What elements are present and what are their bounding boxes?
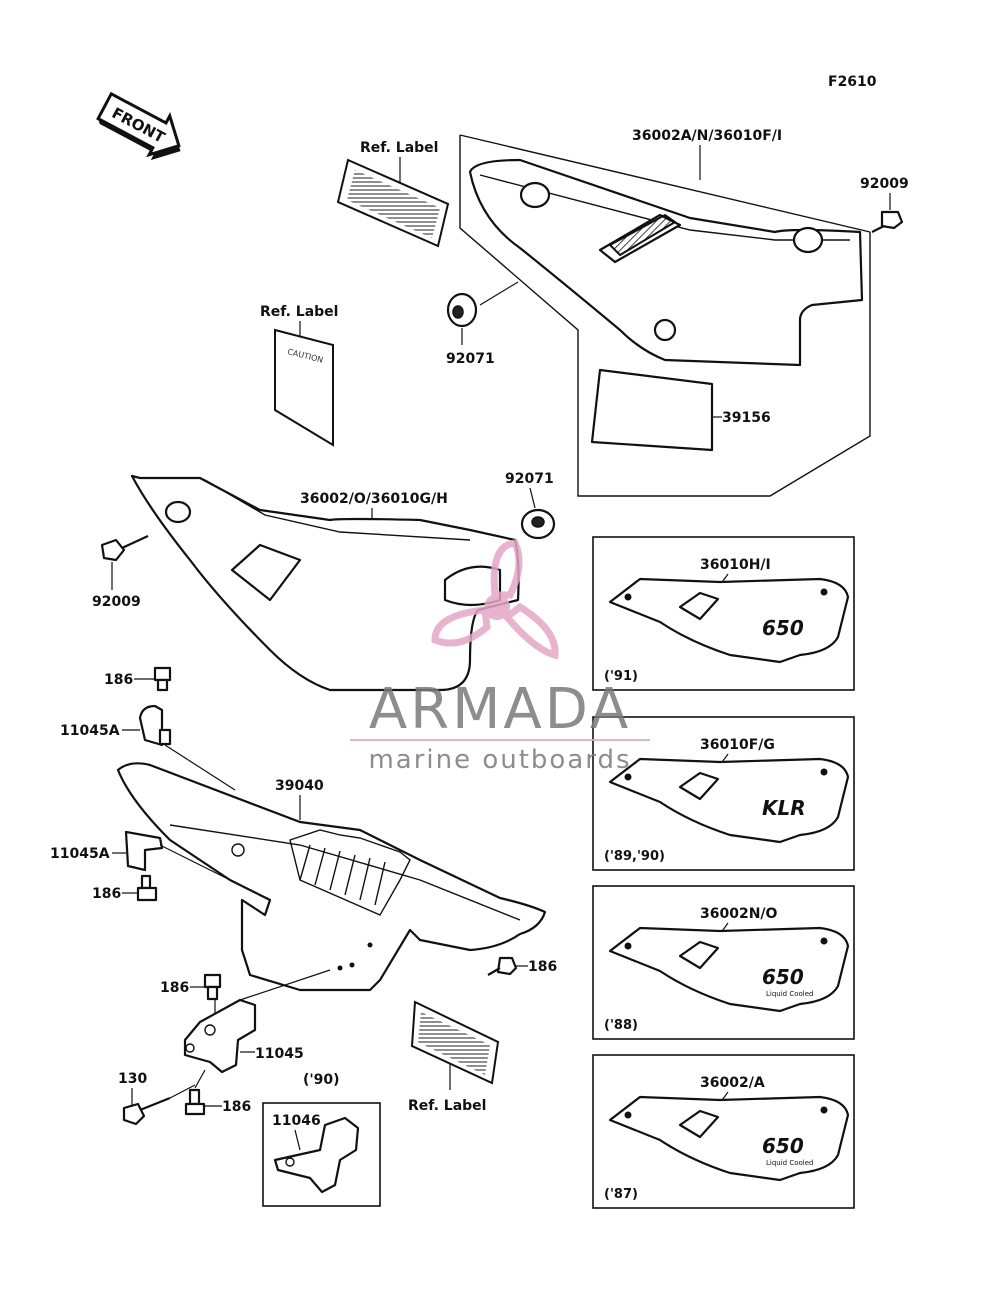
variant-screw-hole — [820, 768, 828, 776]
bolt-186-e-label: 186 — [222, 1099, 251, 1115]
variant-decal: 650 — [762, 616, 804, 640]
bracket-a-top-label: 11045A — [60, 723, 120, 739]
bolt-186-a-icon — [153, 666, 172, 692]
variant-decal: 650 — [762, 965, 804, 989]
variant-decal: 650 — [762, 1134, 804, 1158]
cover-right-label: 36002A/N/36010F/I — [632, 128, 782, 144]
bolt-186-d-icon — [203, 973, 222, 1001]
bolt-186-b-icon — [136, 874, 158, 902]
variant-part-label: 36002/A — [700, 1075, 765, 1091]
ref-label-2: CAUTION — [274, 328, 334, 447]
grommet-top-icon — [446, 292, 478, 328]
bracket-a-top-icon — [138, 704, 172, 747]
variant-screw-hole — [624, 1111, 632, 1119]
bolt-186-e-icon — [184, 1088, 206, 1116]
variant-screw-hole — [624, 773, 632, 781]
variant-screw-hole — [820, 588, 828, 596]
variant-decal: KLR — [762, 796, 806, 820]
bracket-11045-icon — [183, 998, 257, 1074]
bolt-left-label: 92009 — [92, 594, 141, 610]
bolt-130-label: 130 — [118, 1071, 147, 1087]
front-arrow-icon: FRONT — [96, 91, 181, 161]
pad-39156 — [590, 368, 714, 452]
ref-label-1 — [336, 158, 450, 248]
variant-part-label: 36010F/G — [700, 737, 775, 753]
variant-cover-shape — [608, 757, 850, 844]
variant-year-label: ('87) — [604, 1187, 638, 1202]
ref-label-2-text: Ref. Label — [260, 304, 338, 320]
grommet-top-label: 92071 — [446, 351, 495, 367]
watermark-brand: ARMADA — [369, 677, 631, 742]
bolt-186-d-label: 186 — [160, 980, 189, 996]
bolt-left-icon — [100, 535, 149, 562]
bracket-90-label: 11046 — [272, 1113, 321, 1129]
bolt-186-c-icon — [487, 956, 518, 976]
variant-screw-hole — [820, 937, 828, 945]
variant-screw-hole — [624, 942, 632, 950]
watermark: ARMADA marine outboards — [350, 539, 650, 775]
right-side-cover — [468, 158, 864, 367]
variant-cover-shape — [608, 926, 850, 1013]
bolt-186-a-label: 186 — [104, 672, 133, 688]
bolt-186-c-label: 186 — [528, 959, 557, 975]
ref-label-3 — [410, 1000, 500, 1085]
bolt-130-icon — [122, 1096, 171, 1126]
variant-cover-shape — [608, 577, 850, 664]
variant-year-label: ('88) — [604, 1018, 638, 1033]
bolt-right-icon — [871, 210, 904, 233]
variant-part-label: 36010H/I — [700, 557, 771, 573]
ref-label-1-text: Ref. Label — [360, 140, 438, 156]
bracket-label: 11045 — [255, 1046, 304, 1062]
variant-cover-shape — [608, 1095, 850, 1182]
bolt-right-label: 92009 — [860, 176, 909, 192]
variant-part-label: 36002N/O — [700, 906, 778, 922]
watermark-tagline: marine outboards — [368, 745, 631, 775]
year-90-label: ('90) — [303, 1072, 340, 1088]
cover-left-label: 36002/O/36010G/H — [300, 491, 448, 507]
variant-decal-sub: Liquid Cooled — [766, 990, 814, 998]
pad-label: 39156 — [722, 410, 771, 426]
variant-year-label: ('89,'90) — [604, 849, 665, 864]
figure-code: F2610 — [828, 74, 877, 90]
bracket-11046-icon — [273, 1116, 360, 1194]
grommet-mid-icon — [520, 508, 556, 540]
variant-panel-1: 36010F/G KLR ('89,'90) — [592, 716, 855, 871]
variant-decal-sub: Liquid Cooled — [766, 1159, 814, 1167]
chain-cover-label: 39040 — [275, 778, 324, 794]
variant-year-label: ('91) — [604, 669, 638, 684]
variant-screw-hole — [624, 593, 632, 601]
variant-screw-hole — [820, 1106, 828, 1114]
chain-cover — [116, 762, 547, 992]
ref-label-3-text: Ref. Label — [408, 1098, 486, 1114]
left-side-cover — [130, 474, 520, 692]
bracket-a-bottom-icon — [124, 830, 164, 872]
bracket-a-bottom-label: 11045A — [50, 846, 110, 862]
bracket-90-box — [262, 1102, 381, 1207]
bolt-186-b-label: 186 — [92, 886, 121, 902]
grommet-mid-label: 92071 — [505, 471, 554, 487]
variant-panel-0: 36010H/I 650 ('91) — [592, 536, 855, 691]
propeller-logo-icon — [431, 539, 559, 660]
